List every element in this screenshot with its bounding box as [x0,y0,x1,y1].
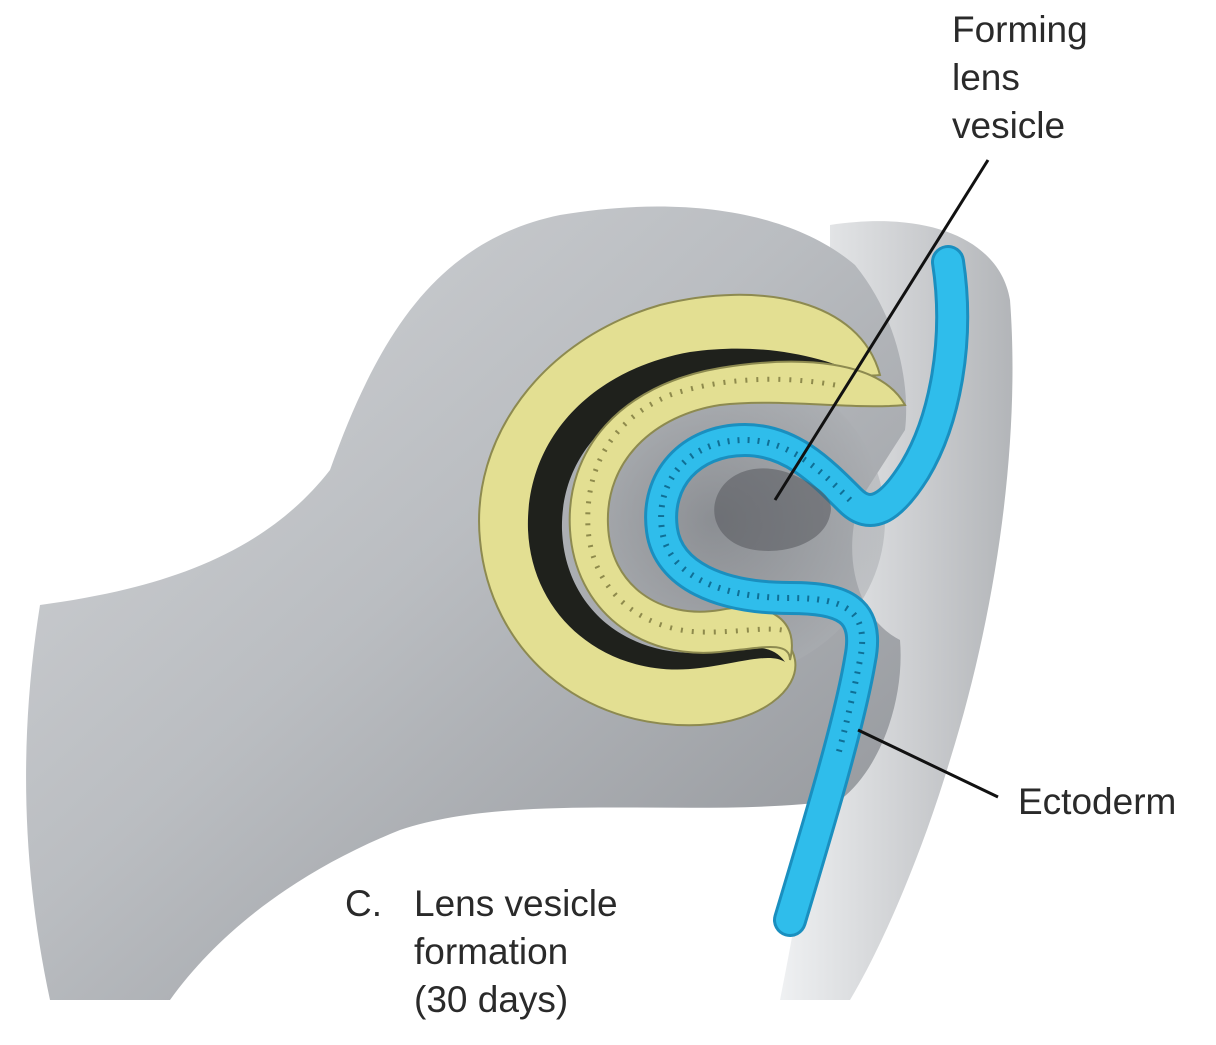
ectoderm-label: Ectoderm [1018,778,1176,826]
forming-lens-vesicle-line-1: Forming [952,6,1088,54]
caption-line-2: formation [414,928,618,976]
forming-lens-vesicle-line-2: lens [952,54,1088,102]
caption-line-3: (30 days) [414,976,618,1024]
forming-lens-vesicle-line-3: vesicle [952,102,1088,150]
caption-line-1: Lens vesicle [414,880,618,928]
caption-letter: C. [345,880,382,928]
